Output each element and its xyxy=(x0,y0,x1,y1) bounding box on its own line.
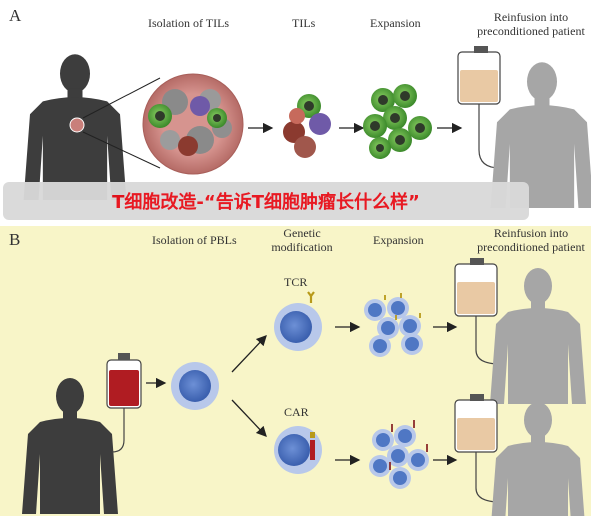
pbl-cell xyxy=(171,362,219,410)
step-reinfusion-a: Reinfusion into preconditioned patient xyxy=(474,10,588,38)
title-banner: T细胞改造-“告诉T细胞肿瘤长什么样” xyxy=(3,182,529,220)
patient-b-dark xyxy=(22,378,118,514)
tumor-biopsy xyxy=(142,73,244,175)
step-isolation-pbls: Isolation of PBLs xyxy=(152,233,237,247)
tcr-cell xyxy=(274,291,322,351)
til-cluster xyxy=(283,94,331,158)
car-label: CAR xyxy=(284,405,309,419)
patient-b-car xyxy=(490,402,586,516)
panel-a-letter: A xyxy=(9,6,22,25)
step-expansion-b: Expansion xyxy=(373,233,424,247)
reinfusion-b-line1: Reinfusion into xyxy=(493,226,569,240)
expanded-car-cells xyxy=(369,420,429,489)
panel-b-letter: B xyxy=(9,230,21,249)
infusion-bag-car xyxy=(454,394,501,503)
step-tils: TILs xyxy=(292,16,316,30)
step-genetic-modification: Genetic modification xyxy=(262,226,342,254)
reinfusion-b-line2: preconditioned patient xyxy=(477,240,585,254)
expanded-tcr-cells xyxy=(364,293,423,357)
tcr-label: TCR xyxy=(284,275,308,289)
genetic-line2: modification xyxy=(271,240,333,254)
banner-text: T细胞改造-“告诉T细胞肿瘤长什么样” xyxy=(112,192,420,213)
step-expansion-a: Expansion xyxy=(370,16,421,30)
infusion-bag-a xyxy=(457,46,501,169)
patient-a-dark xyxy=(23,54,127,200)
infusion-bag-tcr xyxy=(454,258,501,365)
blood-bag xyxy=(106,353,142,453)
reinfusion-a-line2: preconditioned patient xyxy=(477,24,585,38)
step-reinfusion-b: Reinfusion into preconditioned patient xyxy=(474,226,588,254)
step-isolation-tils: Isolation of TILs xyxy=(148,16,230,30)
patient-b-tcr xyxy=(490,268,586,404)
reinfusion-a-line1: Reinfusion into xyxy=(493,10,569,24)
car-cell xyxy=(274,426,322,474)
expanded-tils xyxy=(363,84,432,159)
genetic-line1: Genetic xyxy=(283,226,321,240)
